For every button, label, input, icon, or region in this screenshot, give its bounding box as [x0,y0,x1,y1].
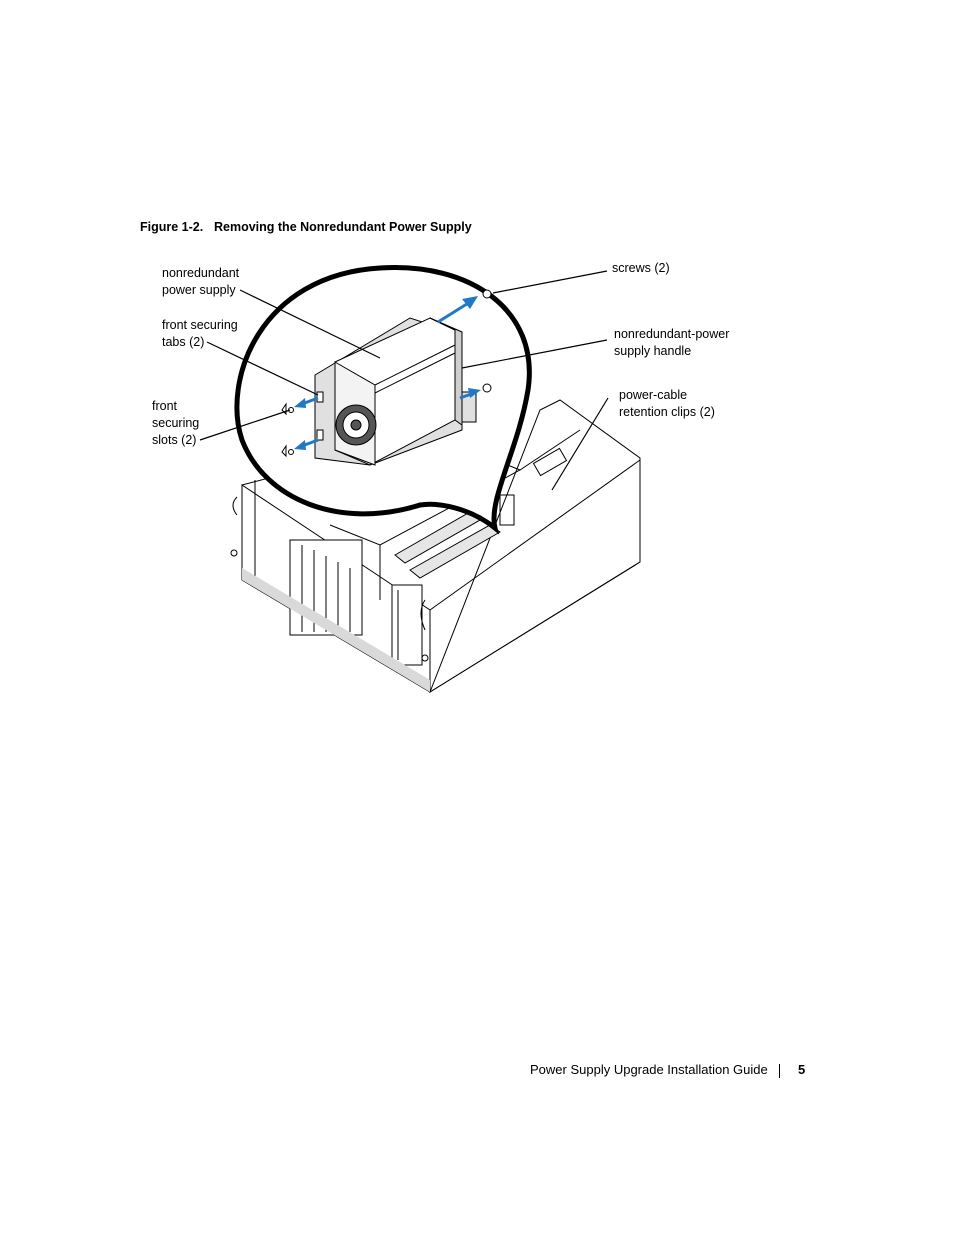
label-line: front securing [162,318,238,332]
label-line: front [152,399,178,413]
label-line: retention clips (2) [619,405,715,419]
nonredundant-power-supply [314,317,477,466]
footer-separator [779,1064,780,1078]
label-line: tabs (2) [162,335,205,349]
front-slot-icons [281,402,294,458]
label-line: supply handle [614,344,692,358]
label-line: slots (2) [152,433,197,447]
label-front-securing-slots: front securing slots (2) [152,398,199,449]
screw-icons [482,289,492,393]
label-front-securing-tabs: front securing tabs (2) [162,317,238,351]
direction-arrows [294,296,481,450]
label-line: nonredundant-power [614,327,730,341]
label-line: power-cable [619,388,688,402]
label-screws: screws (2) [612,260,670,277]
label-line: nonredundant [162,266,240,280]
footer-page-number: 5 [798,1062,806,1077]
label-line: securing [152,416,200,430]
label-retention-clips: power-cable retention clips (2) [619,387,715,421]
figure-number: Figure 1-2. [140,220,204,234]
leader-lines [199,270,609,491]
server-chassis [230,399,641,694]
label-line: power supply [162,283,236,297]
footer-document-title: Power Supply Upgrade Installation Guide [530,1062,768,1077]
figure-caption: Figure 1-2. Removing the Nonredundant Pow… [140,220,472,234]
label-line: screws (2) [612,261,670,275]
label-nonredundant-power-supply: nonredundant power supply [162,265,239,299]
figure-title: Removing the Nonredundant Power Supply [214,220,472,234]
label-power-supply-handle: nonredundant-power supply handle [614,326,729,360]
